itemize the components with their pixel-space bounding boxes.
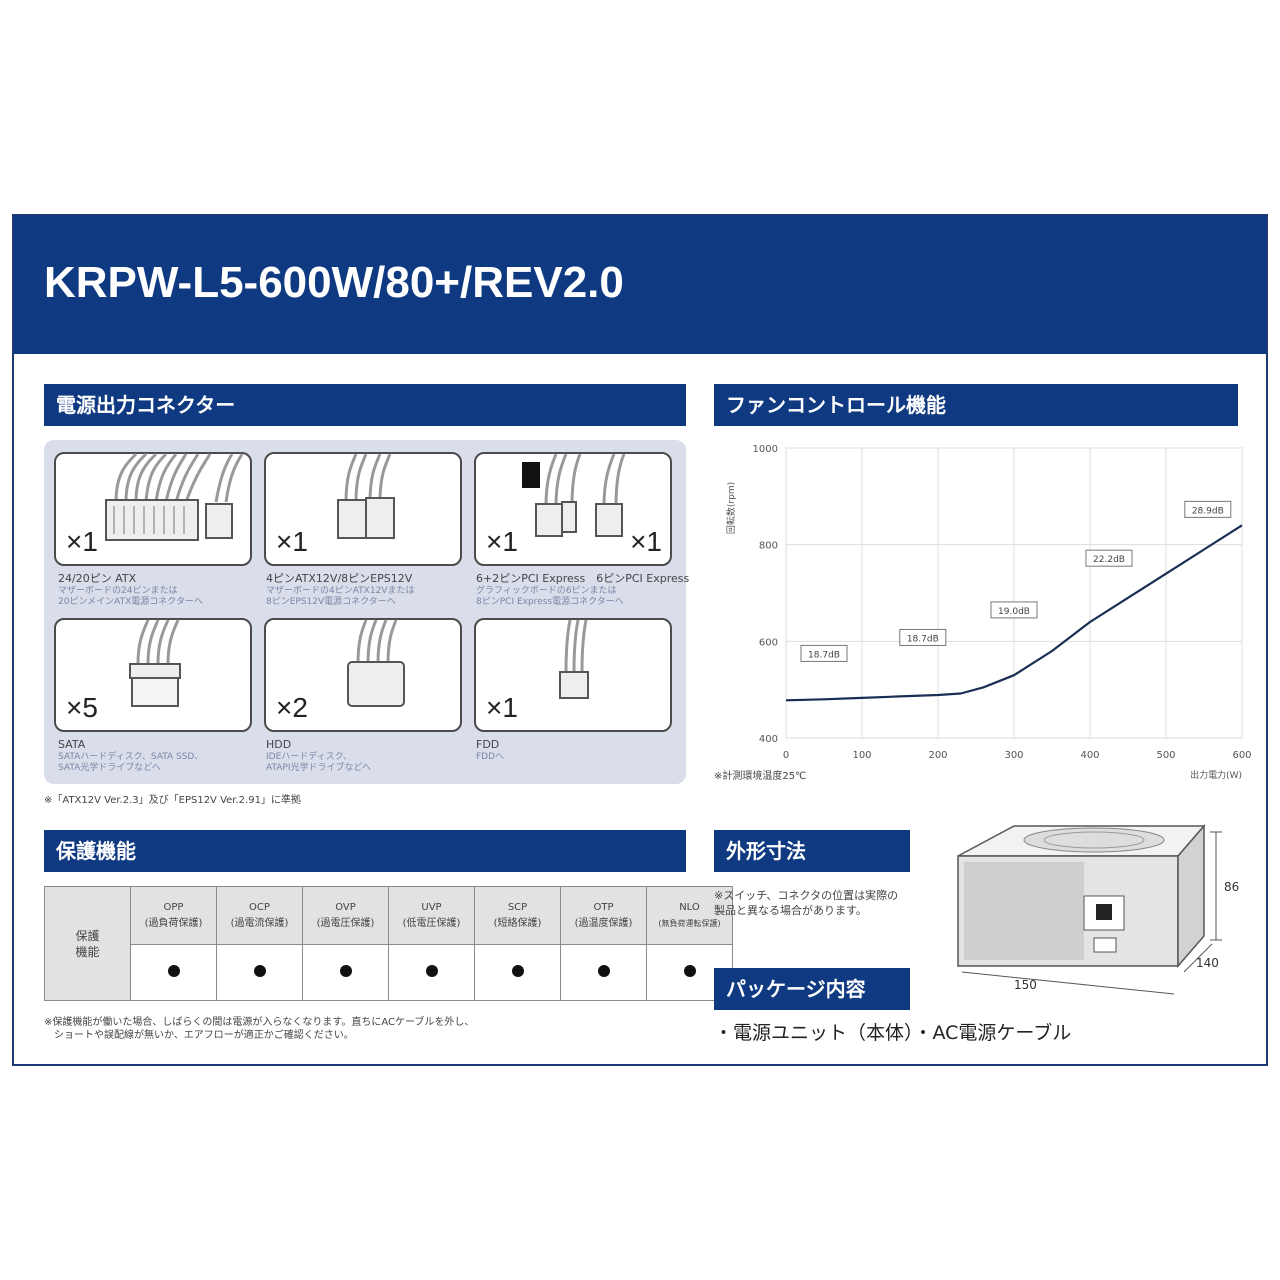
x-tick-label: 300 [1004, 750, 1023, 761]
noise-label-box [990, 601, 1038, 619]
fan-note: ※計測環境温度25℃ [714, 771, 807, 782]
protection-mark [474, 944, 561, 1001]
dimension-depth: 140 [1196, 956, 1219, 970]
pcie-label: 6+2ピンPCI Express 6ピンPCI Express [476, 572, 690, 585]
y-tick-label: 800 [759, 541, 778, 552]
atx-description: マザーボードの24ピンまたは 20ピンメインATX電源コネクターへ [58, 586, 203, 607]
protection-note: ※保護機能が働いた場合、しばらくの間は電源が入らなくなります。直ちにACケーブル… [44, 1017, 475, 1041]
fan-heading: ファンコントロール機能 [714, 384, 1238, 426]
fan-curve-line [785, 524, 1243, 702]
atx-label: 24/20ピン ATX [58, 572, 137, 585]
protection-mark [388, 944, 475, 1001]
sata-quantity: ×5 [66, 692, 98, 723]
protection-mark [130, 944, 217, 1001]
hdd-description: IDEハードディスク、 ATAPI光学ドライブなどへ [266, 752, 372, 773]
y-tick-label: 400 [759, 734, 778, 745]
sata-description: SATAハードディスク、SATA SSD、 SATA光学ドライブなどへ [58, 752, 204, 773]
title-band: KRPW-L5-600W/80+/REV2.0 [14, 216, 1266, 354]
protection-mark [560, 944, 647, 1001]
connector-card-fdd: ×1 [474, 618, 672, 732]
noise-label: 18.7dB [808, 650, 840, 660]
connector-card-pcie: ×1 ×1 [474, 452, 672, 566]
protection-col-scp: SCP(短絡保護) [474, 886, 561, 945]
pcie-quantity: ×1 [486, 526, 518, 557]
atx-quantity: ×1 [66, 526, 98, 557]
fan-chart: 0 100 200 300 400 500 600 400 600 800 1000 回転数(rpm)… [704, 438, 1252, 794]
protection-heading: 保護機能 [44, 830, 686, 872]
noise-label: 19.0dB [998, 607, 1030, 617]
noise-label: 18.7dB [907, 634, 939, 644]
protection-col-ovp: OVP(過電圧保護) [302, 886, 389, 945]
fan-chart-svg: 0 100 200 300 400 500 600 400 600 800 1000 回転数(rpm)… [725, 444, 1252, 781]
y-tick-label: 1000 [753, 444, 778, 455]
protection-col-uvp: UVP(低電圧保護) [388, 886, 475, 945]
pcie-connector-icon [522, 453, 626, 537]
y-tick-label: 600 [759, 637, 778, 648]
sata-connector-icon [129, 619, 181, 707]
connector-card-atx: ×1 [54, 452, 252, 566]
dimension-width: 150 [1014, 978, 1037, 992]
fdd-quantity: ×1 [486, 692, 518, 723]
sata-label: SATA [58, 738, 86, 751]
dimensions-note: ※スイッチ、コネクタの位置は実際の 製品と異なる場合があります。 [714, 889, 899, 917]
y-axis-label: 回転数(rpm) [725, 482, 737, 534]
connector-card-sata: ×5 [54, 618, 252, 732]
atx-connector-icon [105, 452, 244, 541]
protection-mark [302, 944, 389, 1001]
noise-label-box [800, 644, 848, 662]
noise-label: 28.9dB [1192, 506, 1224, 516]
noise-label: 22.2dB [1093, 555, 1125, 565]
pcie6-quantity: ×1 [630, 526, 662, 557]
protection-col-nlo: NLO(無負荷運転保護) [646, 886, 733, 945]
connectors-heading: 電源出力コネクター [44, 384, 686, 426]
x-tick-label: 0 [783, 750, 789, 761]
noise-label-box [1085, 549, 1133, 567]
eps-connector-icon [337, 453, 395, 539]
x-tick-label: 600 [1232, 750, 1251, 761]
x-tick-label: 100 [852, 750, 871, 761]
pcie-description: グラフィックボードの6ピンまたは 8ピンPCI Express電源コネクターへ [476, 586, 624, 607]
product-title: KRPW-L5-600W/80+/REV2.0 [44, 258, 624, 307]
dimensions-heading: 外形寸法 [714, 830, 910, 872]
fdd-label: FDD [476, 738, 500, 751]
fdd-description: FDDへ [476, 752, 505, 762]
package-heading: パッケージ内容 [714, 968, 910, 1010]
protection-side-label: 保護 機能 [44, 886, 131, 1001]
spec-sheet: KRPW-L5-600W/80+/REV2.0 電源出力コネクター ×1 24/… [12, 214, 1268, 1066]
hdd-quantity: ×2 [276, 692, 308, 723]
package-contents: ・電源ユニット（本体）・AC電源ケーブル [714, 1022, 1072, 1044]
noise-label-box [899, 628, 947, 646]
connector-card-eps: ×1 [264, 452, 462, 566]
eps-quantity: ×1 [276, 526, 308, 557]
x-tick-label: 500 [1156, 750, 1175, 761]
protection-col-opp: OPP(過負荷保護) [130, 886, 217, 945]
dimension-height: 86 [1224, 880, 1240, 894]
x-tick-label: 400 [1080, 750, 1099, 761]
protection-col-ocp: OCP(過電流保護) [216, 886, 303, 945]
hdd-label: HDD [266, 738, 292, 751]
connectors-note: ※「ATX12V Ver.2.3」及び「EPS12V Ver.2.91」に準拠 [44, 795, 301, 806]
hdd-connector-icon [347, 619, 405, 707]
eps-label: 4ピンATX12V/8ピンEPS12V [266, 572, 413, 585]
eps-description: マザーボードの4ピンATX12Vまたは 8ピンEPS12V電源コネクターへ [266, 586, 415, 607]
protection-mark [216, 944, 303, 1001]
x-axis-label: 出力電力(W) [1190, 769, 1242, 781]
noise-label-box [1184, 500, 1232, 518]
x-tick-label: 200 [928, 750, 947, 761]
protection-table: 保護 機能 OPP(過負荷保護) OCP(過電流保護) OVP(過電圧保護) U… [44, 886, 733, 1001]
fdd-connector-icon [559, 619, 589, 699]
psu-illustration [957, 823, 1222, 995]
connector-card-hdd: ×2 [264, 618, 462, 732]
protection-col-otp: OTP(過温度保護) [560, 886, 647, 945]
